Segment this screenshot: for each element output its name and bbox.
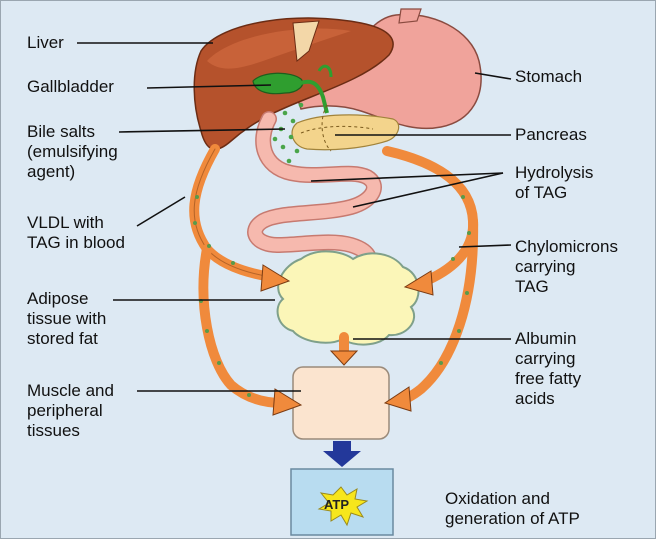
label-gallbladder: Gallbladder xyxy=(27,77,114,97)
pancreas-organ xyxy=(292,115,399,150)
label-stomach: Stomach xyxy=(515,67,582,87)
adipose-tissue-blob xyxy=(278,251,419,344)
pointer-vldl xyxy=(137,197,185,226)
gallbladder-organ xyxy=(253,73,303,93)
down-arrow-to-atp xyxy=(323,441,361,467)
label-adipose: Adipose tissue with stored fat xyxy=(27,289,106,349)
label-hydrolysis: Hydrolysis of TAG xyxy=(515,163,593,203)
label-albumin: Albumin carrying free fatty acids xyxy=(515,329,581,409)
label-chylomicrons: Chylomicrons carrying TAG xyxy=(515,237,618,297)
label-vldl: VLDL with TAG in blood xyxy=(27,213,125,253)
label-muscle: Muscle and peripheral tissues xyxy=(27,381,114,441)
label-liver: Liver xyxy=(27,33,64,53)
label-bile-salts: Bile salts (emulsifying agent) xyxy=(27,122,118,182)
muscle-tissue-box xyxy=(293,367,389,439)
label-oxidation: Oxidation and generation of ATP xyxy=(445,489,580,529)
label-atp: ATP xyxy=(324,495,349,515)
label-pancreas: Pancreas xyxy=(515,125,587,145)
